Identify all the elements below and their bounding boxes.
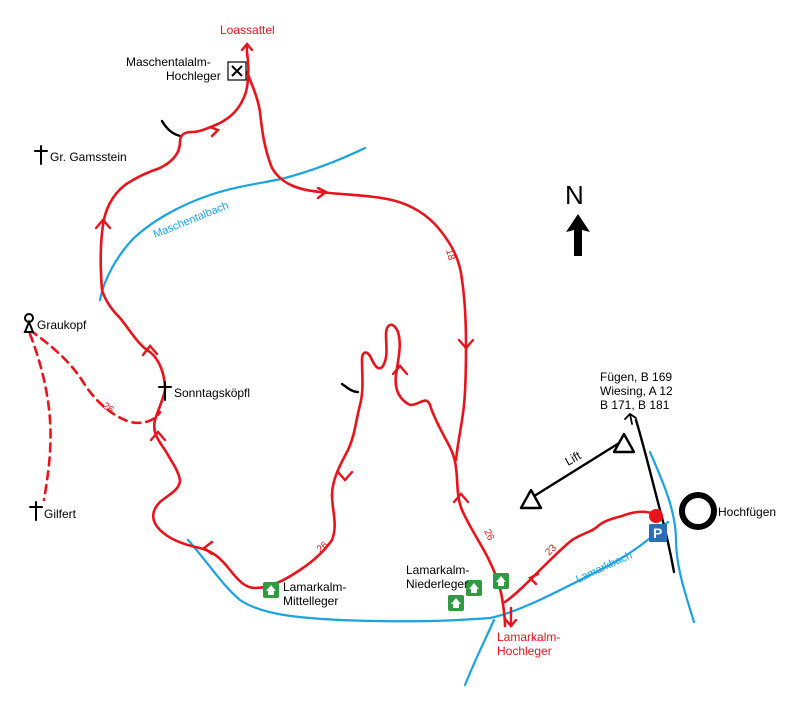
road-and-lift: [160, 119, 676, 574]
peak-markers: [23, 145, 172, 521]
trail-graukopf-dashed: [28, 328, 162, 425]
side-stream-river: [648, 450, 696, 624]
label-road-3: B 171, B 181: [600, 398, 670, 412]
label-gilfert: Gilfert: [44, 507, 77, 521]
label-niederleger-2: Niederleger: [406, 577, 468, 591]
cross-gamsstein-icon: [34, 145, 48, 165]
label-lamarkbach: Lamarkbach: [574, 549, 634, 585]
lamarkbach-river: [186, 520, 670, 623]
lift-line: [529, 438, 626, 500]
trail-number-23: 23: [543, 542, 559, 558]
start-dot-icon: [649, 509, 663, 523]
road-arrow: [624, 413, 637, 425]
short-path-mittel: [340, 382, 360, 394]
hut-niederleger-3-icon: [448, 595, 464, 611]
cross-sonntagskoepfl-icon: [158, 381, 172, 401]
summit-graukopf-icon: [23, 313, 35, 333]
label-graukopf: Graukopf: [37, 318, 87, 332]
town-hochfuegen-icon: [679, 492, 717, 530]
label-gamsstein: Gr. Gamsstein: [50, 150, 127, 164]
hut-icons: [227, 61, 509, 611]
compass: N: [565, 180, 590, 256]
parking-sign-icon: [649, 524, 667, 542]
start-point: P: [649, 509, 667, 542]
arrow-west-5-icon: [202, 540, 214, 556]
hut-mittelleger-icon: [263, 582, 279, 598]
arrow-hochleger-icon: [504, 606, 518, 628]
label-road-2: Wiesing, A 12: [600, 384, 673, 398]
trail-number-26-lower: 26: [315, 539, 331, 555]
label-maschentalbach: Maschentalbach: [152, 200, 231, 241]
label-loassattel: Loassattel: [220, 23, 275, 37]
arrow-23-icon: [527, 572, 540, 586]
label-hochleger-2: Hochleger: [166, 69, 221, 83]
north-arrow-icon: [566, 214, 590, 256]
trail-west-loop: [99, 50, 507, 628]
arrow-west-2-icon: [94, 218, 112, 230]
label-lamark-hochleger-2: Hochleger: [497, 644, 552, 658]
lift-stations: [519, 432, 636, 510]
label-lamark-hochleger-1: Lamarkalm-: [497, 630, 560, 644]
label-niederleger-1: Lamarkalm-: [406, 563, 469, 577]
lift-top-station-icon: [612, 432, 636, 454]
trail-gilfert-dashed: [28, 332, 52, 502]
rivers: [98, 146, 696, 687]
label-road-1: Fügen, B 169: [600, 370, 672, 384]
trail-number-26-right: 26: [481, 528, 496, 543]
label-sonntagskoepfl: Sonntagsköpfl: [174, 386, 250, 400]
cross-gilfert-icon: [29, 501, 43, 521]
arrow-east-1-icon: [316, 186, 329, 200]
road: [634, 418, 676, 574]
arrow-mid-2-icon: [391, 364, 409, 376]
arrow-mid-1-icon: [336, 470, 354, 482]
arrow-west-1-icon: [208, 125, 221, 138]
arrow-west-4-icon: [149, 430, 167, 442]
arrow-east-2-icon: [457, 338, 475, 350]
parking-label: P: [653, 525, 662, 541]
label-hochleger-1: Maschentalalm-: [126, 55, 211, 69]
lift-bottom-station-icon: [519, 488, 543, 510]
restaurant-hochleger-icon: [227, 61, 247, 81]
hut-niederleger-1-icon: [493, 573, 509, 589]
short-path-hochleger: [160, 119, 182, 138]
trail-18-east: [245, 70, 468, 462]
label-mittelleger-2: Mittelleger: [283, 594, 338, 608]
hut-niederleger-2-icon: [466, 580, 482, 596]
label-hochfuegen: Hochfügen: [718, 505, 776, 519]
arrow-west-3-icon: [141, 344, 159, 357]
label-mittelleger-1: Lamarkalm-: [283, 580, 346, 594]
trail-direction-arrows: [94, 42, 540, 628]
compass-label: N: [565, 180, 584, 210]
arrow-loassattel-icon: [240, 42, 254, 58]
trail-number-18: 18: [443, 248, 457, 262]
lamarkbach-lower-river: [463, 618, 496, 687]
maschentalbach-river: [98, 146, 367, 302]
label-lift: Lift: [563, 448, 584, 468]
arrow-mid-3-icon: [452, 492, 470, 504]
trails: [28, 50, 657, 628]
